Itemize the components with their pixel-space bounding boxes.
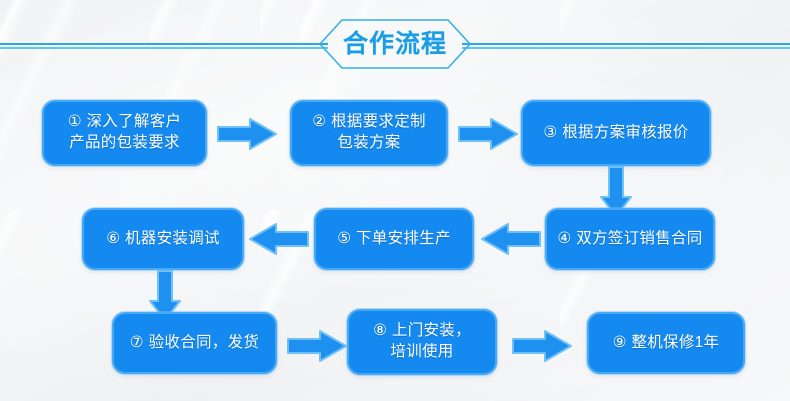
page-header: 合作流程 xyxy=(0,18,790,70)
flow-node-1[interactable]: ① 深入了解客户 产品的包装要求 xyxy=(42,100,207,166)
title-badge: 合作流程 xyxy=(318,18,472,70)
header-rule-right xyxy=(462,43,790,49)
arrow-right-2-to-3 xyxy=(457,116,519,152)
arrow-left-4-to-5 xyxy=(480,221,542,257)
flow-node-2[interactable]: ② 根据要求定制 包装方案 xyxy=(290,100,448,166)
flow-node-6[interactable]: ⑥ 机器安装调试 xyxy=(82,208,244,270)
flow-node-5[interactable]: ⑤ 下单安排生产 xyxy=(314,208,474,270)
arrow-right-1-to-2 xyxy=(216,116,278,152)
header-rule-left xyxy=(0,43,328,49)
flow-node-3[interactable]: ③ 根据方案审核报价 xyxy=(521,100,711,166)
arrow-down-3-to-4 xyxy=(598,166,634,218)
arrow-right-7-to-8 xyxy=(286,328,348,364)
page-title: 合作流程 xyxy=(342,29,447,58)
arrow-right-8-to-9 xyxy=(511,328,573,364)
flow-node-4[interactable]: ④ 双方签订销售合同 xyxy=(545,208,715,270)
arrow-left-5-to-6 xyxy=(248,221,310,257)
flow-node-7[interactable]: ⑦ 验收合同，发货 xyxy=(112,312,277,374)
flow-node-9[interactable]: ⑨ 整机保修1年 xyxy=(587,312,745,374)
arrow-down-6-to-7 xyxy=(147,270,183,322)
flow-node-8[interactable]: ⑧ 上门安装， 培训使用 xyxy=(347,309,497,375)
hexagon-badge-icon xyxy=(318,19,472,69)
